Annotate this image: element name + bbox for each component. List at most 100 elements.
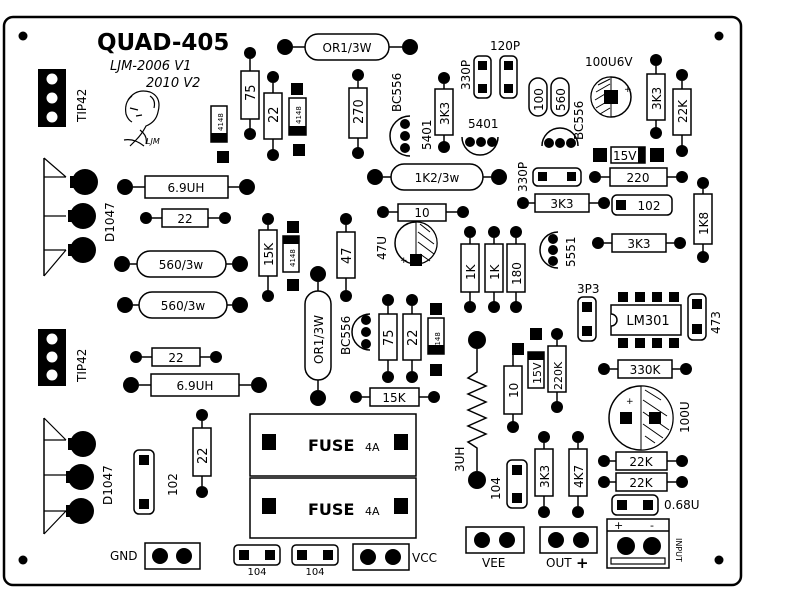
cap-15v xyxy=(593,148,607,162)
or1-top-label: OR1/3W xyxy=(323,41,372,55)
resistor-or1-mid xyxy=(304,290,332,381)
l3uh-label: 3UH xyxy=(453,447,467,472)
r1k-b-label: 1K xyxy=(488,263,502,280)
c102-b-label: 102 xyxy=(166,473,180,496)
board-subtitle-1: LJM-2006 V1 xyxy=(110,59,191,74)
d1047-top-pad-2 xyxy=(70,203,96,229)
fuse-2-rating: 4A xyxy=(365,505,380,518)
diode-4148-b-pad xyxy=(291,83,303,95)
mounting-hole-bl xyxy=(18,555,28,565)
r220k-label: 220K xyxy=(552,361,565,390)
resistor-3k3-c xyxy=(534,193,590,213)
c104-a-label: 104 xyxy=(489,477,503,500)
out-plus-sign: + xyxy=(576,554,589,572)
r22k-a-label: 22K xyxy=(629,455,653,469)
tip42-top-pad-2 xyxy=(46,92,58,104)
vee-label: VEE xyxy=(482,556,505,570)
resistor-15k-b xyxy=(369,387,420,407)
bc556-c-label: BC556 xyxy=(339,316,353,355)
tip42-top-pad-1 xyxy=(46,73,58,85)
inductor-3uh xyxy=(466,349,488,471)
ic-lm301 xyxy=(610,304,682,336)
bc556-c-body xyxy=(351,313,371,351)
r270-label: 270 xyxy=(352,99,367,124)
resistor-560 xyxy=(550,77,570,117)
r75-pad-top xyxy=(244,47,256,59)
l69uh-a-label: 6.9UH xyxy=(168,181,205,195)
mounting-hole-tl xyxy=(18,31,28,41)
resistor-220 xyxy=(609,167,668,187)
bc556-a-label: BC556 xyxy=(390,73,404,112)
bc556-b-body xyxy=(541,127,579,147)
r22k-b-label: 22K xyxy=(629,476,653,490)
resistor-1k2-3w xyxy=(390,163,484,191)
r15k-b-label: 15K xyxy=(382,391,406,405)
out-label: OUT xyxy=(546,556,572,570)
q5401-b-label: 5401 xyxy=(468,117,499,131)
q5551-body xyxy=(539,231,559,269)
r560-3w-b-label: 560/3w xyxy=(161,299,206,313)
r1k8-label: 1K8 xyxy=(697,212,711,235)
r473-label: 473 xyxy=(709,311,723,334)
r15k-a-label: 15K xyxy=(262,242,276,266)
r47-label: 47 xyxy=(340,247,355,264)
diode-4148-b-label: 4148 xyxy=(295,106,303,124)
r75-b-label: 75 xyxy=(382,329,397,346)
diode-4148-a-pad xyxy=(217,151,229,163)
c102-a-label: 102 xyxy=(638,199,661,213)
r3k3-b-label: 3K3 xyxy=(650,87,664,110)
c3p3-label: 3P3 xyxy=(577,282,600,296)
fuse-1-rating: 4A xyxy=(365,441,380,454)
r560-label: 560 xyxy=(554,88,568,111)
resistor-3k3-d xyxy=(611,233,667,253)
r1k-a-label: 1K xyxy=(464,263,478,280)
svg-text:+: + xyxy=(624,85,632,95)
l69uh-b-label: 6.9UH xyxy=(177,379,214,393)
bc556-b-label: BC556 xyxy=(572,101,586,140)
vcc-label: VCC xyxy=(412,551,437,565)
c100u6v-label: 100U6V xyxy=(585,55,633,69)
r330k-label: 330K xyxy=(630,363,662,377)
r3k3-e-label: 3K3 xyxy=(538,465,552,488)
r4k7-label: 4K7 xyxy=(572,465,586,488)
cap-102-b xyxy=(133,449,155,515)
r22-vert-label: 22 xyxy=(196,447,211,464)
gnd-label: GND xyxy=(110,549,138,563)
fuse-1-label: FUSE xyxy=(308,436,354,455)
c15v-b-label: 15V xyxy=(531,362,544,384)
r22-b-label: 22 xyxy=(406,329,421,346)
svg-text:+: + xyxy=(400,256,408,266)
or1-mid-label: OR1/3W xyxy=(312,315,326,364)
bc556-a-body xyxy=(389,115,411,157)
resistor-560-3w-b xyxy=(138,291,228,319)
r75-pad-bot xyxy=(244,128,256,140)
svg-text:+: + xyxy=(626,397,634,407)
diode-4148-a-label: 4148 xyxy=(217,113,225,131)
mounting-hole-tr xyxy=(714,31,724,41)
tip42-bottom-label: TIP42 xyxy=(75,349,89,383)
input-plus-sign: + xyxy=(614,519,623,532)
diode-4148-c-label: 4148 xyxy=(289,249,297,267)
c47u-label: 47U xyxy=(375,236,389,260)
resistor-100 xyxy=(528,77,548,117)
inductor-6.9uh-b xyxy=(150,373,240,397)
d1047-top-pad-3 xyxy=(70,237,96,263)
cap-102-a xyxy=(611,194,673,216)
r560-3w-a-label: 560/3w xyxy=(159,258,204,272)
q5401-b-body xyxy=(461,136,499,156)
r75-label: 75 xyxy=(244,84,259,101)
r3k3-d-label: 3K3 xyxy=(627,237,650,251)
d1047-top-pad-1 xyxy=(72,169,98,195)
d1047-top-label: D1047 xyxy=(103,202,117,242)
resistor-22-left2 xyxy=(151,347,201,367)
board-subtitle-2: 2010 V2 xyxy=(146,76,200,91)
tip42-top-label: TIP42 xyxy=(75,89,89,123)
r10-b-label: 10 xyxy=(507,383,521,398)
input-minus-sign: - xyxy=(650,519,654,532)
portrait-sketch-icon xyxy=(123,90,160,147)
mounting-hole-br xyxy=(714,555,724,565)
r22k-top-label: 22K xyxy=(676,99,690,123)
c068u-label: 0.68U xyxy=(664,498,700,512)
q5551-label: 5551 xyxy=(564,236,578,267)
